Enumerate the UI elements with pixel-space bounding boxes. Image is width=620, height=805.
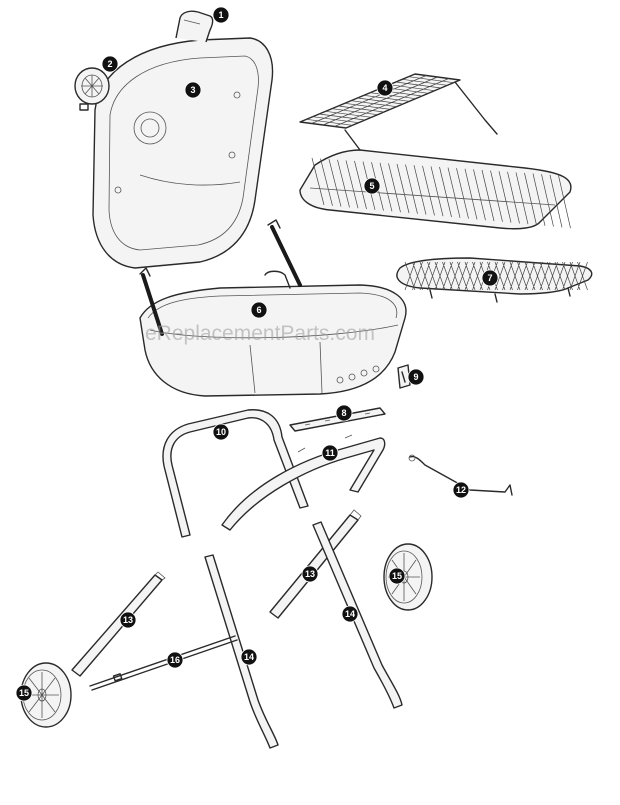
callout-8: 8	[335, 404, 353, 422]
callout-15b: 15	[15, 684, 33, 702]
cooking-grate	[299, 149, 572, 230]
svg-text:11: 11	[325, 448, 335, 458]
svg-text:8: 8	[341, 408, 346, 418]
callout-4: 4	[376, 79, 394, 97]
svg-text:9: 9	[413, 372, 418, 382]
svg-text:12: 12	[456, 485, 466, 495]
svg-text:13: 13	[305, 569, 315, 579]
svg-text:7: 7	[487, 273, 492, 283]
watermark: eReplacementParts.com	[145, 322, 375, 345]
callout-9: 9	[407, 368, 425, 386]
svg-text:14: 14	[345, 609, 355, 619]
axle	[89, 635, 238, 691]
svg-text:13: 13	[123, 615, 133, 625]
lid	[92, 37, 274, 269]
callout-13a: 13	[119, 611, 137, 629]
callout-10: 10	[212, 423, 230, 441]
callout-12: 12	[452, 481, 470, 499]
callout-14b: 14	[341, 605, 359, 623]
leg-upper-left	[71, 571, 166, 677]
svg-text:2: 2	[107, 59, 112, 69]
svg-text:15: 15	[19, 688, 29, 698]
callout-15a: 15	[388, 567, 406, 585]
frame-bar	[221, 434, 386, 531]
callout-7: 7	[481, 269, 499, 287]
svg-text:6: 6	[256, 305, 261, 315]
callout-13b: 13	[301, 565, 319, 583]
callout-2: 2	[101, 55, 119, 73]
callout-14a: 14	[240, 648, 258, 666]
svg-text:14: 14	[244, 652, 254, 662]
callout-3: 3	[184, 81, 202, 99]
svg-text:3: 3	[190, 85, 195, 95]
leg-lower-left	[204, 554, 279, 749]
callout-1: 1	[212, 6, 230, 24]
lid-handle	[175, 10, 214, 43]
svg-text:4: 4	[382, 83, 387, 93]
svg-text:1: 1	[218, 10, 223, 20]
callout-5: 5	[363, 177, 381, 195]
hook	[408, 454, 513, 496]
callout-11: 11	[321, 444, 339, 462]
clip	[397, 364, 411, 389]
svg-text:5: 5	[369, 181, 374, 191]
svg-text:15: 15	[392, 571, 402, 581]
callout-16: 16	[166, 651, 184, 669]
callout-6: 6	[250, 301, 268, 319]
svg-text:10: 10	[216, 427, 226, 437]
bowl	[139, 219, 407, 397]
svg-text:16: 16	[170, 655, 180, 665]
handle-frame	[162, 409, 309, 538]
damper	[74, 67, 110, 111]
